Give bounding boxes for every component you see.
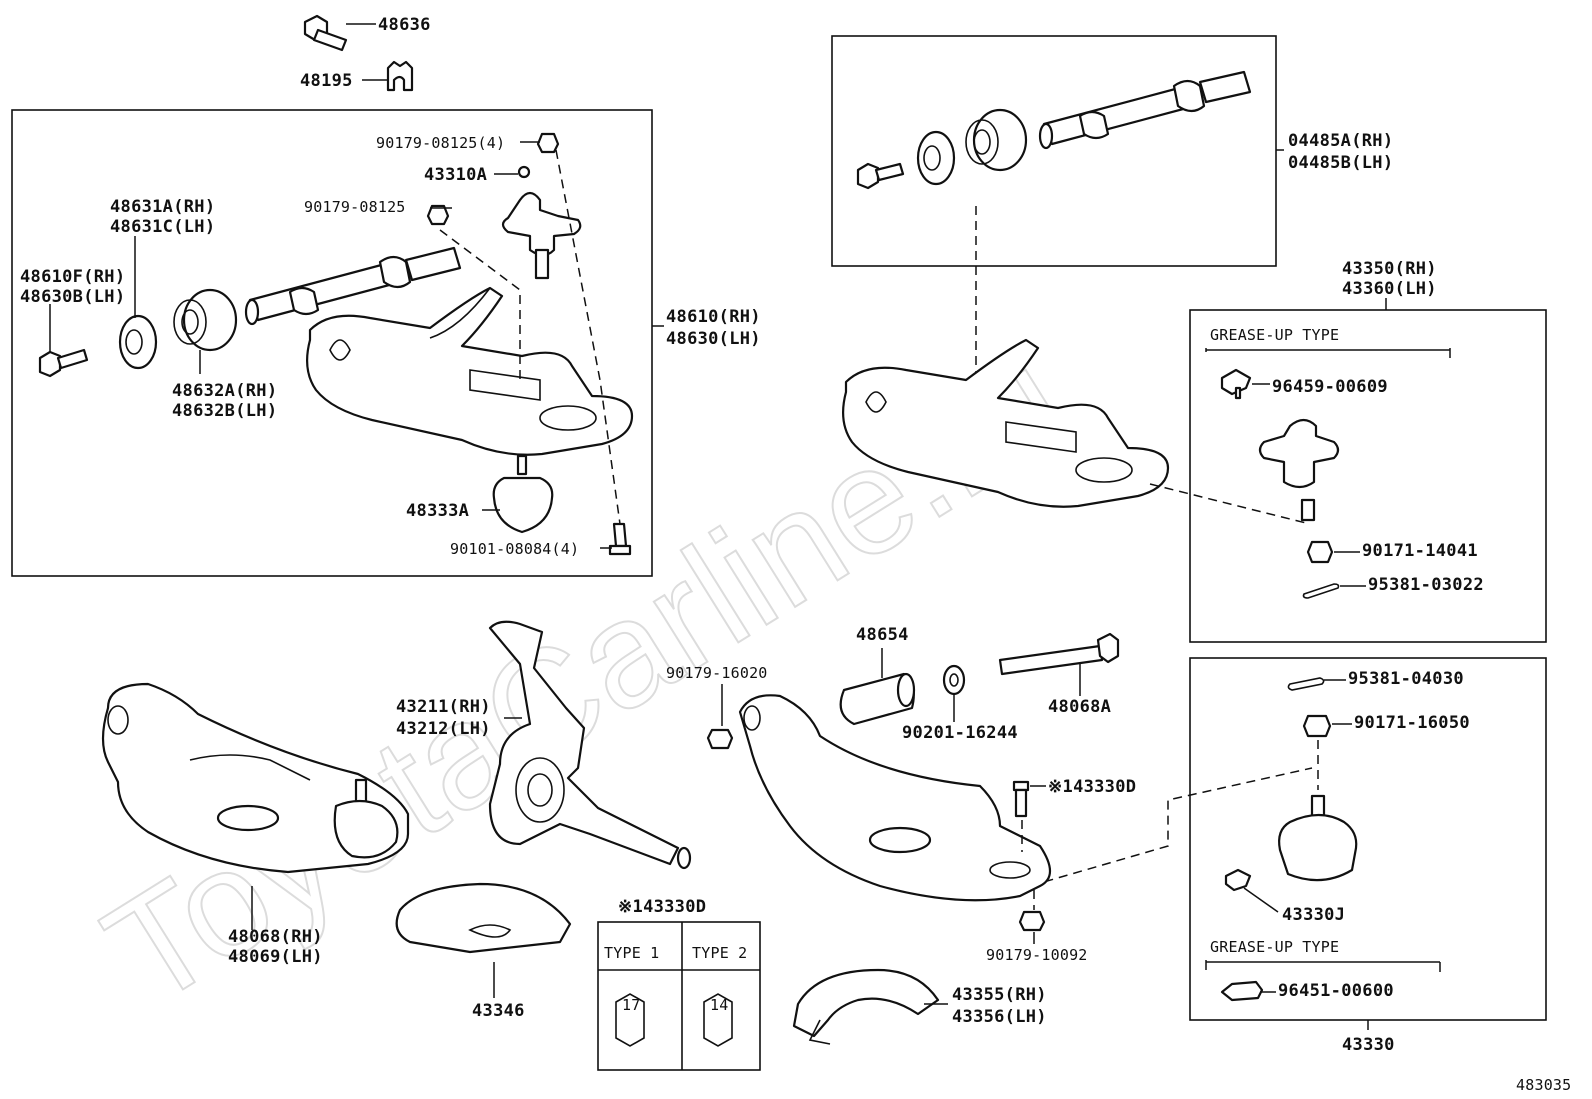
leader-43330J bbox=[1243, 887, 1279, 913]
dash-line-f bbox=[1029, 767, 1313, 887]
clip-48195 bbox=[362, 60, 414, 92]
nut-90171-16050 bbox=[1302, 714, 1332, 738]
cotter-pin-95381-03022 bbox=[1302, 583, 1340, 599]
label-95381-04030: 95381-04030 bbox=[1348, 669, 1464, 689]
label-04485-lh: 04485B(LH) bbox=[1288, 153, 1393, 173]
label-48333A: 48333A bbox=[406, 501, 469, 521]
label-43330J: 43330J bbox=[1282, 905, 1345, 925]
ball-joint-box-43350 bbox=[1189, 309, 1547, 643]
ball-joint-43350 bbox=[1258, 418, 1340, 522]
steering-knuckle-43211 bbox=[488, 620, 692, 870]
shaft-kit-04485 bbox=[856, 70, 1252, 190]
nut-90179-08125 bbox=[426, 204, 450, 226]
label-43350-lh: 43360(LH) bbox=[1342, 279, 1437, 299]
bushing-48654 bbox=[839, 672, 916, 726]
label-48654: 48654 bbox=[856, 625, 909, 645]
type-table-title: ※143330D bbox=[618, 897, 706, 917]
upper-control-arm-right bbox=[841, 338, 1170, 508]
bolt-48068A bbox=[998, 632, 1120, 676]
grease-fitting-96451 bbox=[1220, 980, 1264, 1002]
washer-48631 bbox=[118, 314, 158, 370]
label-grease-up-1: GREASE-UP TYPE bbox=[1210, 326, 1339, 344]
label-90179-08125-4: 90179-08125(4) bbox=[376, 134, 505, 152]
arm-shaft bbox=[244, 246, 462, 326]
label-48068A: 48068A bbox=[1048, 697, 1111, 717]
type-2-header: TYPE 2 bbox=[692, 944, 747, 962]
nut-90179-10092 bbox=[1018, 910, 1046, 932]
dust-cover-43346 bbox=[395, 882, 572, 954]
label-96451: 96451-00600 bbox=[1278, 981, 1394, 1001]
label-90179-08125: 90179-08125 bbox=[304, 198, 406, 216]
label-48636: 48636 bbox=[378, 15, 431, 35]
label-90179-10092: 90179-10092 bbox=[986, 946, 1088, 964]
lower-control-arm-right bbox=[738, 694, 1052, 902]
label-90201: 90201-16244 bbox=[902, 723, 1018, 743]
upper-control-arm-48610 bbox=[305, 286, 634, 456]
cotter-pin-95381-04030 bbox=[1287, 677, 1325, 691]
dash-line-d bbox=[1149, 483, 1311, 525]
label-43355-rh: 43355(RH) bbox=[952, 985, 1047, 1005]
washer-90201 bbox=[942, 664, 966, 696]
label-48610F-rh: 48610F(RH) bbox=[20, 267, 125, 287]
ball-joint-48333A bbox=[482, 454, 554, 534]
shaft-kit-box bbox=[831, 35, 1277, 267]
label-grease-up-2: GREASE-UP TYPE bbox=[1210, 938, 1339, 956]
label-48632-lh: 48632B(LH) bbox=[172, 401, 277, 421]
type-2-size: 14 bbox=[710, 996, 728, 1014]
label-90171-14041: 90171-14041 bbox=[1362, 541, 1478, 561]
nut-90179-08125-4 bbox=[536, 132, 560, 154]
bolt-48610F bbox=[38, 348, 89, 378]
bolt-48636 bbox=[303, 14, 376, 52]
dash-line-a bbox=[555, 149, 621, 525]
bushing-48632 bbox=[173, 288, 238, 352]
type-1-size: 17 bbox=[622, 996, 640, 1014]
label-43330: 43330 bbox=[1342, 1035, 1395, 1055]
label-90179-16020: 90179-16020 bbox=[666, 664, 768, 682]
label-43211-rh: 43211(RH) bbox=[396, 697, 491, 717]
label-48068-rh: 48068(RH) bbox=[228, 927, 323, 947]
label-48068-lh: 48069(LH) bbox=[228, 947, 323, 967]
label-04485-rh: 04485A(RH) bbox=[1288, 131, 1393, 151]
label-90171-16050: 90171-16050 bbox=[1354, 713, 1470, 733]
upper-ball-joint bbox=[501, 165, 582, 280]
label-43211-lh: 43212(LH) bbox=[396, 719, 491, 739]
label-48610-rh: 48610(RH) bbox=[666, 307, 761, 327]
label-43346: 43346 bbox=[472, 1001, 525, 1021]
label-48195: 48195 bbox=[300, 71, 353, 91]
type-table-43330D bbox=[597, 921, 761, 1071]
label-95381-03022: 95381-03022 bbox=[1368, 575, 1484, 595]
label-48610F-lh: 48630B(LH) bbox=[20, 287, 125, 307]
grease-fitting-43330J bbox=[1224, 868, 1252, 892]
lower-ball-joint bbox=[333, 778, 399, 859]
upper-arm-assembly-box bbox=[11, 109, 653, 577]
label-43330D: ※143330D bbox=[1048, 777, 1136, 797]
label-48610-lh: 48630(LH) bbox=[666, 329, 761, 349]
label-43350-rh: 43350(RH) bbox=[1342, 259, 1437, 279]
grease-up-bracket-1 bbox=[1205, 348, 1451, 358]
nut-90179-16020 bbox=[706, 728, 734, 750]
ball-joint-43330 bbox=[1278, 794, 1358, 882]
label-48631-rh: 48631A(RH) bbox=[110, 197, 215, 217]
grease-up-bracket-2 bbox=[1205, 960, 1441, 972]
grease-fitting-96459 bbox=[1220, 368, 1252, 400]
lower-control-arm-48068 bbox=[101, 682, 410, 874]
bolt-43330D bbox=[1012, 780, 1030, 818]
bolt-90101-08084 bbox=[608, 522, 632, 556]
dash-line-b bbox=[439, 229, 521, 380]
label-48632-rh: 48632A(RH) bbox=[172, 381, 277, 401]
label-48631-lh: 48631C(LH) bbox=[110, 217, 215, 237]
label-43355-lh: 43356(LH) bbox=[952, 1007, 1047, 1027]
nut-90171-14041 bbox=[1306, 540, 1334, 564]
diagram-id: 483035 bbox=[1516, 1076, 1571, 1094]
label-90101: 90101-08084(4) bbox=[450, 540, 579, 558]
type-1-header: TYPE 1 bbox=[604, 944, 659, 962]
label-43310A: 43310A bbox=[424, 165, 487, 185]
label-96459: 96459-00609 bbox=[1272, 377, 1388, 397]
cover-43355 bbox=[792, 968, 940, 1045]
